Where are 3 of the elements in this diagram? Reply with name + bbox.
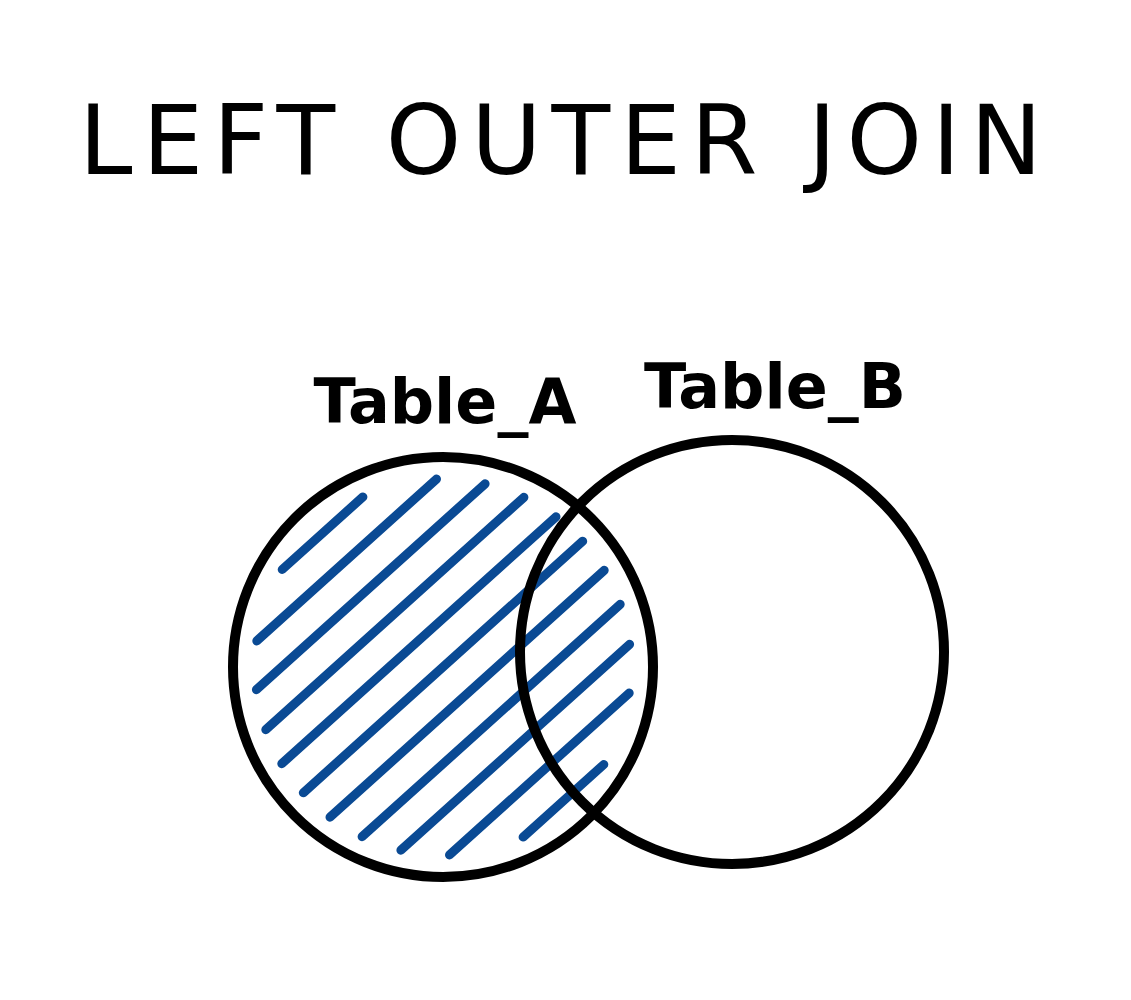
title: LEFT OUTER JOIN xyxy=(77,85,1054,197)
set-label: Table_B xyxy=(643,350,907,423)
set-label: Table_A xyxy=(313,365,577,438)
